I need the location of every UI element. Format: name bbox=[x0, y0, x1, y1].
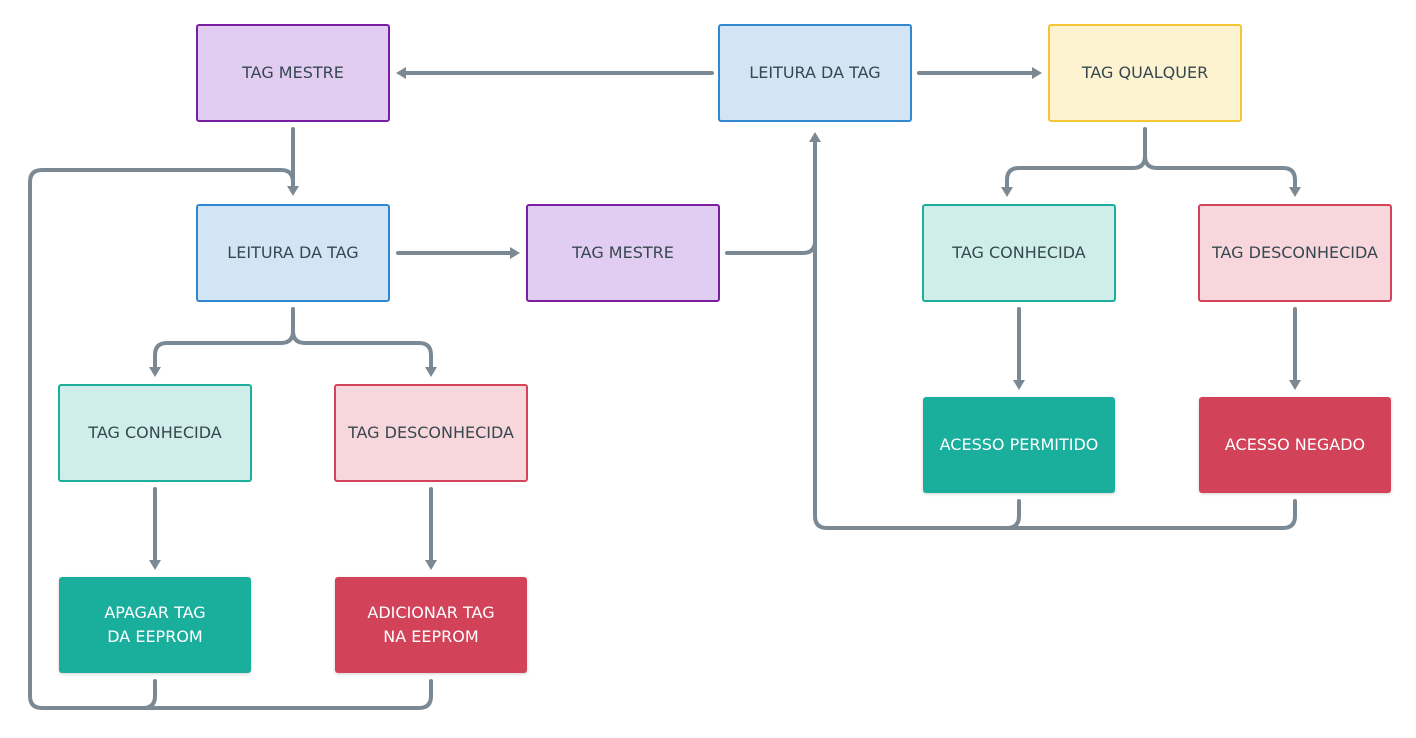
edge-loop-right bbox=[813, 239, 1297, 530]
edge-master-mid-to-read-top bbox=[725, 140, 817, 255]
node-desconhecida-left[interactable]: TAG DESCONHECIDA bbox=[334, 384, 528, 482]
arrowhead bbox=[1289, 187, 1301, 197]
node-label: TAG DESCONHECIDA bbox=[1211, 243, 1378, 262]
node-label: TAG CONHECIDA bbox=[952, 243, 1086, 262]
edge-split-left-b bbox=[291, 329, 433, 369]
node-label: TAG QUALQUER bbox=[1081, 63, 1209, 82]
arrowhead bbox=[287, 186, 299, 196]
arrowhead bbox=[425, 560, 437, 570]
node-conhecida-left[interactable]: TAG CONHECIDA bbox=[58, 384, 252, 482]
edge-loop-left-b bbox=[141, 679, 433, 710]
node-tag-mestre-mid[interactable]: TAG MESTRE bbox=[526, 204, 720, 302]
node-leitura-left[interactable]: LEITURA DA TAG bbox=[196, 204, 390, 302]
arrowhead bbox=[809, 132, 821, 142]
node-apagar-tag[interactable]: APAGAR TAG DA EEPROM bbox=[59, 577, 251, 673]
node-label: TAG MESTRE bbox=[242, 63, 344, 82]
node-acesso-negado[interactable]: ACESSO NEGADO bbox=[1199, 397, 1391, 493]
node-label: ACESSO NEGADO bbox=[1224, 435, 1366, 454]
node-label: ACESSO PERMITIDO bbox=[939, 435, 1099, 454]
node-tag-mestre-top[interactable]: TAG MESTRE bbox=[196, 24, 390, 122]
node-label: LEITURA DA TAG bbox=[227, 243, 359, 262]
node-label: LEITURA DA TAG bbox=[749, 63, 881, 82]
node-conhecida-right[interactable]: TAG CONHECIDA bbox=[922, 204, 1116, 302]
arrowhead bbox=[1001, 187, 1013, 197]
arrowhead bbox=[1032, 67, 1042, 79]
arrowhead bbox=[1289, 380, 1301, 390]
arrowhead bbox=[149, 560, 161, 570]
node-adicionar-tag[interactable]: ADICIONAR TAG NA EEPROM bbox=[335, 577, 527, 673]
node-label: ADICIONAR TAG NA EEPROM bbox=[367, 603, 495, 646]
edge-split-right-b bbox=[1143, 154, 1297, 189]
edge-split-left bbox=[153, 307, 295, 369]
node-tag-qualquer[interactable]: TAG QUALQUER bbox=[1048, 24, 1242, 122]
arrowhead bbox=[425, 367, 437, 377]
node-desconhecida-right[interactable]: TAG DESCONHECIDA bbox=[1198, 204, 1392, 302]
edge-split-right bbox=[1005, 127, 1147, 189]
node-label: APAGAR TAG DA EEPROM bbox=[104, 603, 206, 646]
arrowhead bbox=[149, 367, 161, 377]
edge-loop-right-b bbox=[1005, 499, 1021, 530]
node-label: TAG DESCONHECIDA bbox=[347, 423, 514, 442]
arrowhead bbox=[510, 247, 520, 259]
node-label: TAG CONHECIDA bbox=[88, 423, 222, 442]
node-acesso-permitido[interactable]: ACESSO PERMITIDO bbox=[923, 397, 1115, 493]
arrowhead bbox=[1013, 380, 1025, 390]
arrowhead bbox=[396, 67, 406, 79]
node-label: TAG MESTRE bbox=[572, 243, 674, 262]
node-leitura-top[interactable]: LEITURA DA TAG bbox=[718, 24, 912, 122]
